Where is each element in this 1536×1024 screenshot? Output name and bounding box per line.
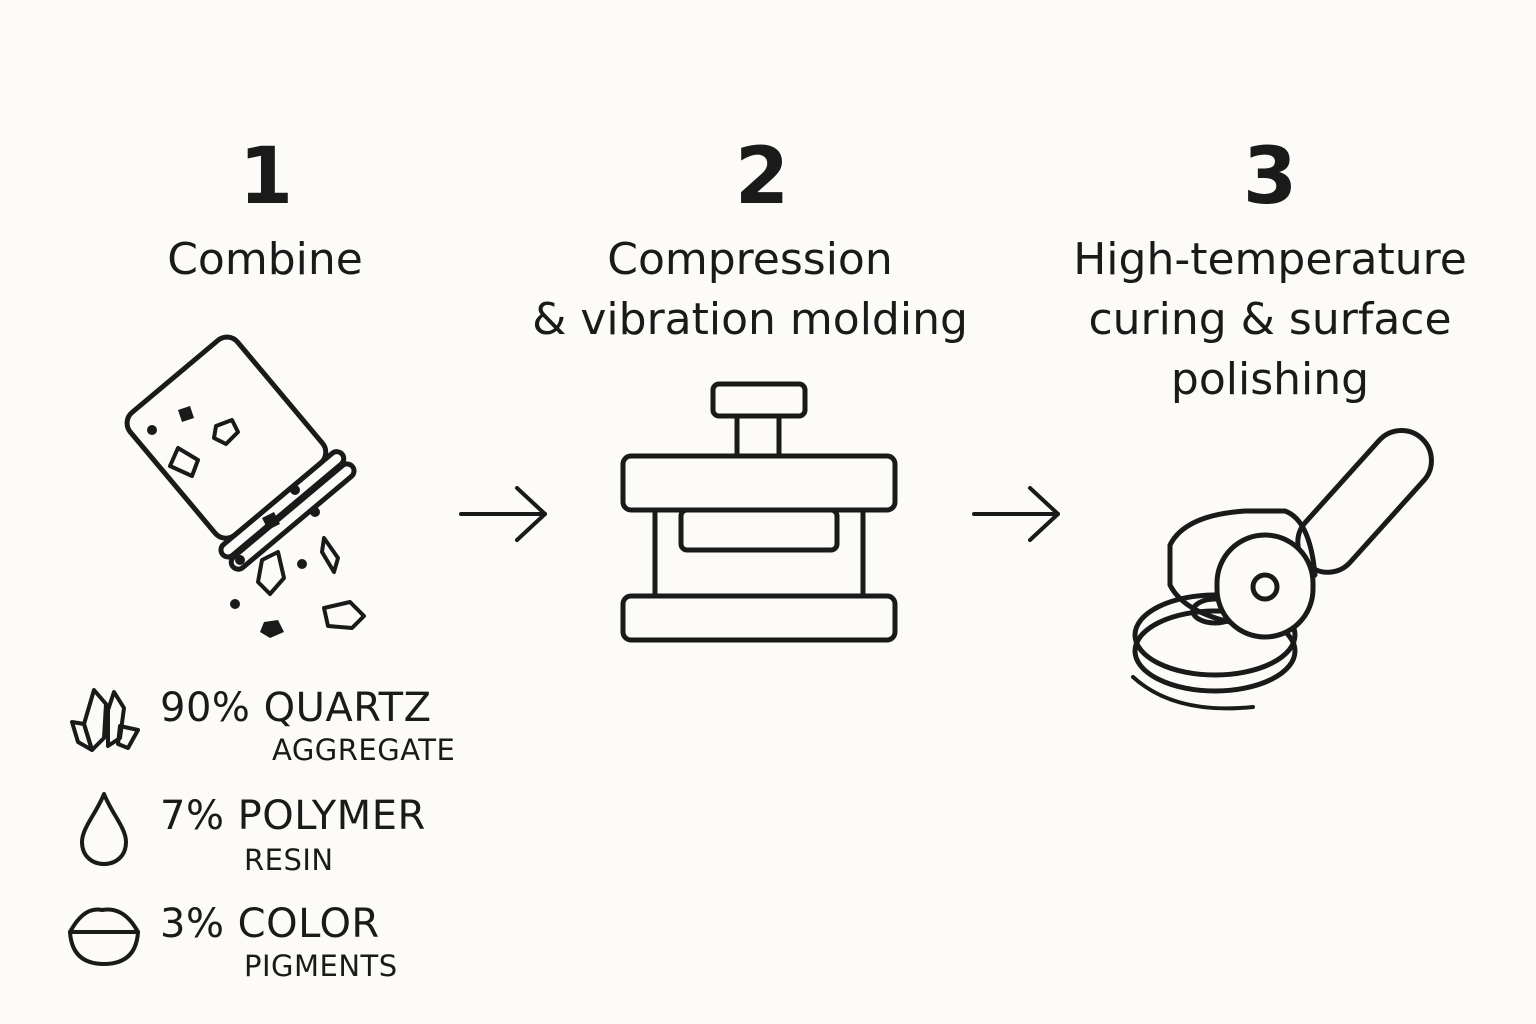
ingredient-main-label: 3% COLOR [160,901,380,947]
step-3-title: High-temperature curing & surface polish… [1050,230,1490,410]
pigment-bowl-icon [68,907,140,966]
step-2-title: Compression & vibration molding [530,230,970,350]
ingredient-sub-label: AGGREGATE [272,733,456,767]
arrow-right-icon [459,486,547,542]
step-1-title-line: Combine [167,234,363,285]
droplet-icon [80,792,128,866]
press-machine-icon [620,381,898,643]
step-3-title-line: polishing [1170,354,1370,405]
step-1-number: 1 [238,132,294,222]
step-3-title-line: curing & surface [1088,294,1452,345]
step-3-number: 3 [1242,132,1298,222]
arrow-right-icon [972,486,1060,542]
step-1-title: Combine [110,230,420,290]
step-2-title-line: Compression [607,234,893,285]
ingredient-sub-label: RESIN [244,843,334,877]
ingredient-sub-label: PIGMENTS [244,949,398,983]
pouring-jar-icon [124,334,366,638]
step-2-number: 2 [734,132,790,222]
polishing-grinder-icon [1131,428,1434,711]
ingredient-main-label: 90% QUARTZ [160,685,432,731]
crystal-icon [70,688,140,752]
step-3-title-line: High-temperature [1073,234,1467,285]
step-2-title-line: & vibration molding [532,294,968,345]
ingredient-main-label: 7% POLYMER [160,793,426,839]
